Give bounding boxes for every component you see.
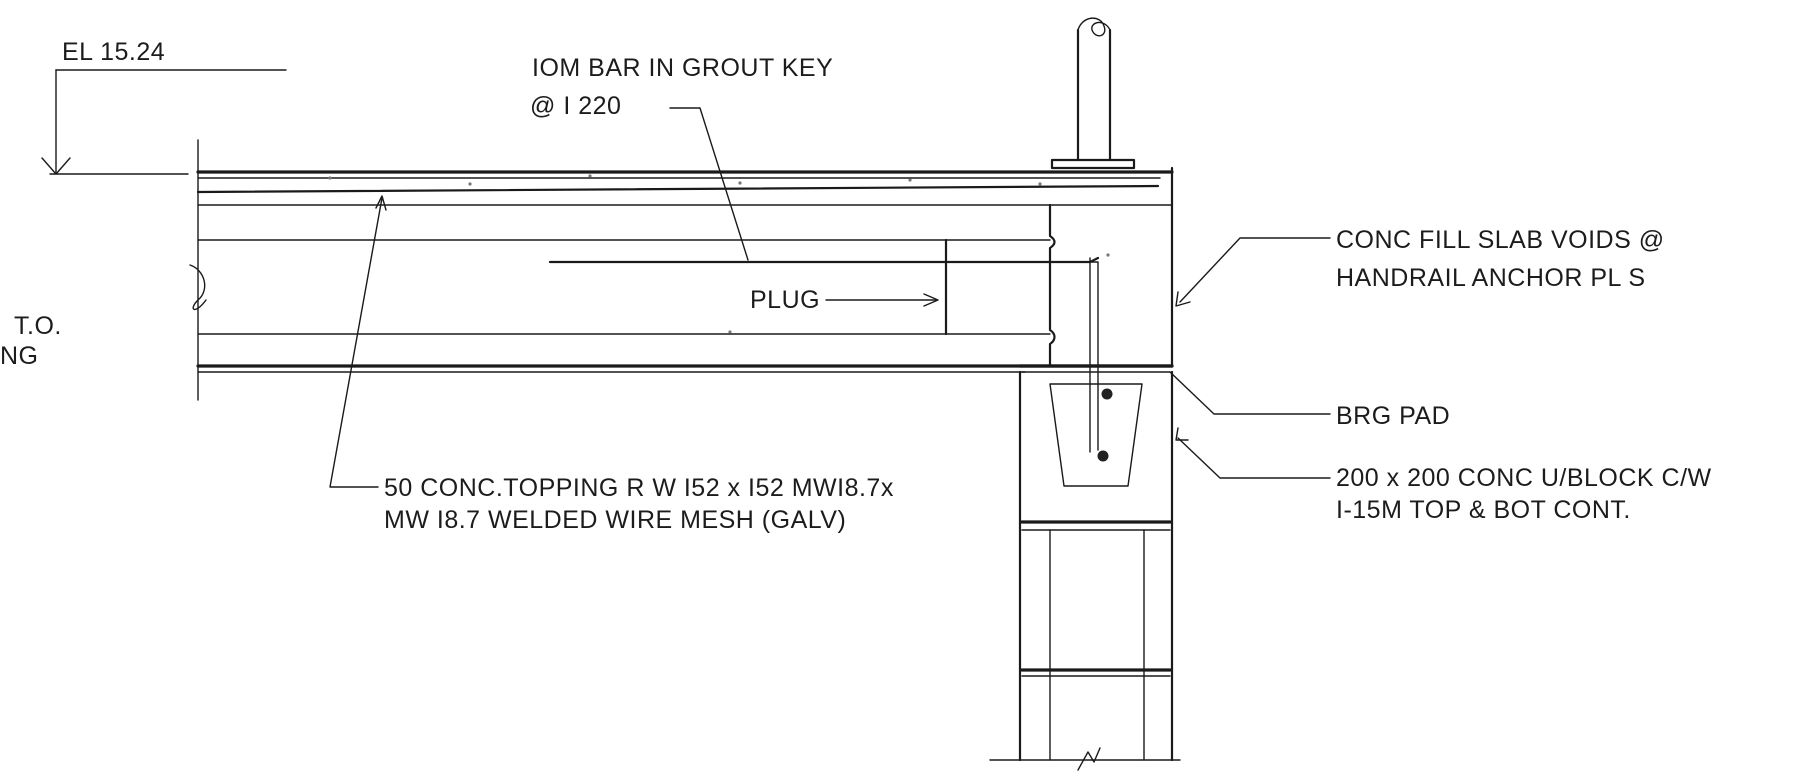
cut-off-label-line1: T.O. [14,312,62,340]
grout-key-label-line2: @ I 220 [530,92,621,120]
anchor-bar [1057,261,1099,451]
break-mark-bottom [1077,747,1101,771]
brg-pad-leader [1169,371,1331,415]
fill-boundary [1048,203,1056,368]
break-mark-left [189,264,207,311]
annotations: IOM BAR IN GROUT KEY @ I 220 PLUG CONC F… [0,54,1712,534]
wire-mesh-line [196,184,1160,194]
topping-label-line1: 50 CONC.TOPPING R W I52 x I52 MWI8.7x [384,474,894,502]
handrail-post [1050,17,1136,170]
conc-fill-leader [1179,237,1331,303]
u-block-core [1049,383,1143,487]
plug-label: PLUG [750,286,820,314]
conc-fill-label-line1: CONC FILL SLAB VOIDS @ [1336,226,1665,254]
topping-leader [329,197,383,488]
bottom-rebar [1097,450,1109,462]
top-rebar [1101,388,1113,400]
grout-key-label-line1: IOM BAR IN GROUT KEY [532,54,833,82]
elevation-marker: EL 15.24 [41,38,287,175]
topping-label-line2: MW I8.7 WELDED WIRE MESH (GALV) [384,506,846,534]
elevation-label: EL 15.24 [62,38,165,66]
brg-pad-label: BRG PAD [1336,402,1450,430]
grout-key-leader [669,107,749,261]
grout-key-bar [548,256,1100,264]
leader-lines [329,107,1331,488]
conc-fill-label-line2: HANDRAIL ANCHOR PL S [1336,264,1646,292]
cut-off-label-line2: NG [0,342,39,370]
hollow-core-slab [189,139,1174,453]
u-block-label-line1: 200 x 200 CONC U/BLOCK C/W [1336,464,1712,492]
u-block-wall [989,364,1181,771]
u-block-leader [1177,437,1331,479]
handrail-anchor-plate [1050,158,1136,170]
u-block-label-line2: I-15M TOP & BOT CONT. [1336,496,1631,524]
